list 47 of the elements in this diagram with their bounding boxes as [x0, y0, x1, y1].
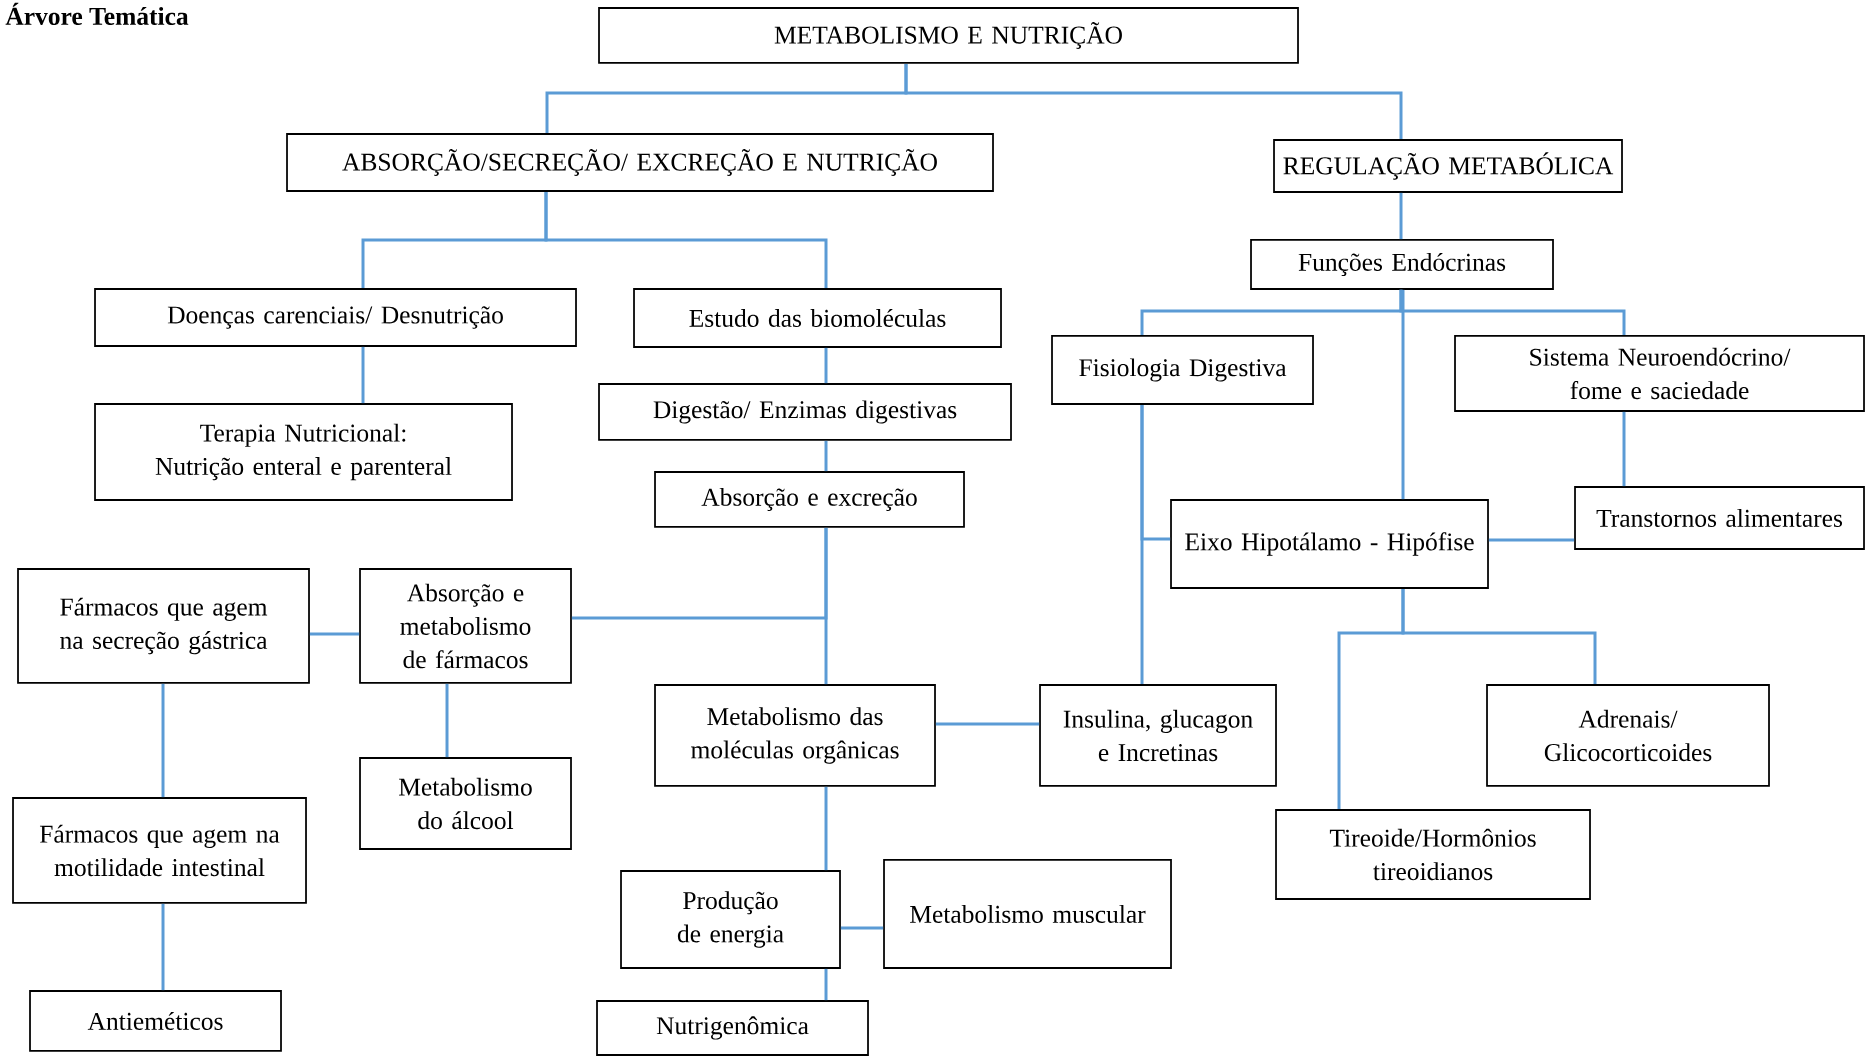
connector-line — [1399, 289, 1626, 336]
topic-box: Tireoide/Hormônios tireoidianos — [1275, 809, 1591, 900]
connector-line — [1622, 411, 1626, 487]
connector-line — [824, 968, 828, 1001]
topic-box: Nutrigenômica — [596, 1000, 869, 1056]
topic-box: Metabolismo do álcool — [359, 757, 572, 850]
connector-line — [824, 527, 828, 685]
connector-line — [824, 440, 828, 472]
connector-line — [544, 191, 828, 289]
connector-line — [1401, 588, 1597, 685]
connector-line — [1140, 404, 1171, 541]
connector-line — [1399, 192, 1403, 240]
connector-line — [840, 926, 884, 930]
topic-box: Digestão/ Enzimas digestivas — [598, 383, 1012, 441]
topic-box: Produção de energia — [620, 870, 841, 969]
connector-line — [1488, 538, 1575, 542]
topic-box: Adrenais/ Glicocorticoides — [1486, 684, 1770, 787]
connector-line — [161, 683, 165, 798]
connector-line — [309, 632, 360, 636]
connector-line — [1401, 289, 1405, 500]
topic-box: Fármacos que agem na motilidade intestinal — [12, 797, 307, 904]
topic-box: REGULAÇÃO METABÓLICA — [1273, 139, 1623, 193]
topic-box: Eixo Hipotálamo - Hipófise — [1170, 499, 1489, 589]
topic-box: METABOLISMO E NUTRIÇÃO — [598, 7, 1299, 64]
topic-box: Absorção e metabolismo de fármacos — [359, 568, 572, 684]
topic-box: Fisiologia Digestiva — [1051, 335, 1314, 405]
topic-box: Fármacos que agem na secreção gástrica — [17, 568, 310, 684]
topic-box: Absorção e excreção — [654, 471, 965, 528]
topic-box: Metabolismo das moléculas orgânicas — [654, 684, 936, 787]
connector-line — [935, 722, 1040, 726]
connector-line — [824, 786, 828, 871]
topic-box: Doenças carenciais/ Desnutrição — [94, 288, 577, 347]
connector-line — [361, 346, 365, 404]
connector-line — [445, 683, 449, 758]
topic-box: Metabolismo muscular — [883, 859, 1172, 969]
topic-box: Transtornos alimentares — [1574, 486, 1865, 550]
connector-line — [904, 63, 1403, 140]
topic-box: Terapia Nutricional: Nutrição enteral e parenteral — [94, 403, 513, 501]
title: Árvore Temática — [5, 2, 189, 25]
topic-box: Funções Endócrinas — [1250, 239, 1554, 290]
connector-line — [161, 903, 165, 991]
topic-box: Sistema Neuroendócrino/ fome e saciedade — [1454, 335, 1865, 412]
connector-line — [824, 347, 828, 384]
topic-box: ABSORÇÃO/SECREÇÃO/ EXCREÇÃO E NUTRIÇÃO — [286, 133, 994, 192]
topic-box: Estudo das biomoléculas — [633, 288, 1002, 348]
topic-box: Insulina, glucagon e Incretinas — [1039, 684, 1277, 787]
topic-box: Antieméticos — [29, 990, 282, 1052]
